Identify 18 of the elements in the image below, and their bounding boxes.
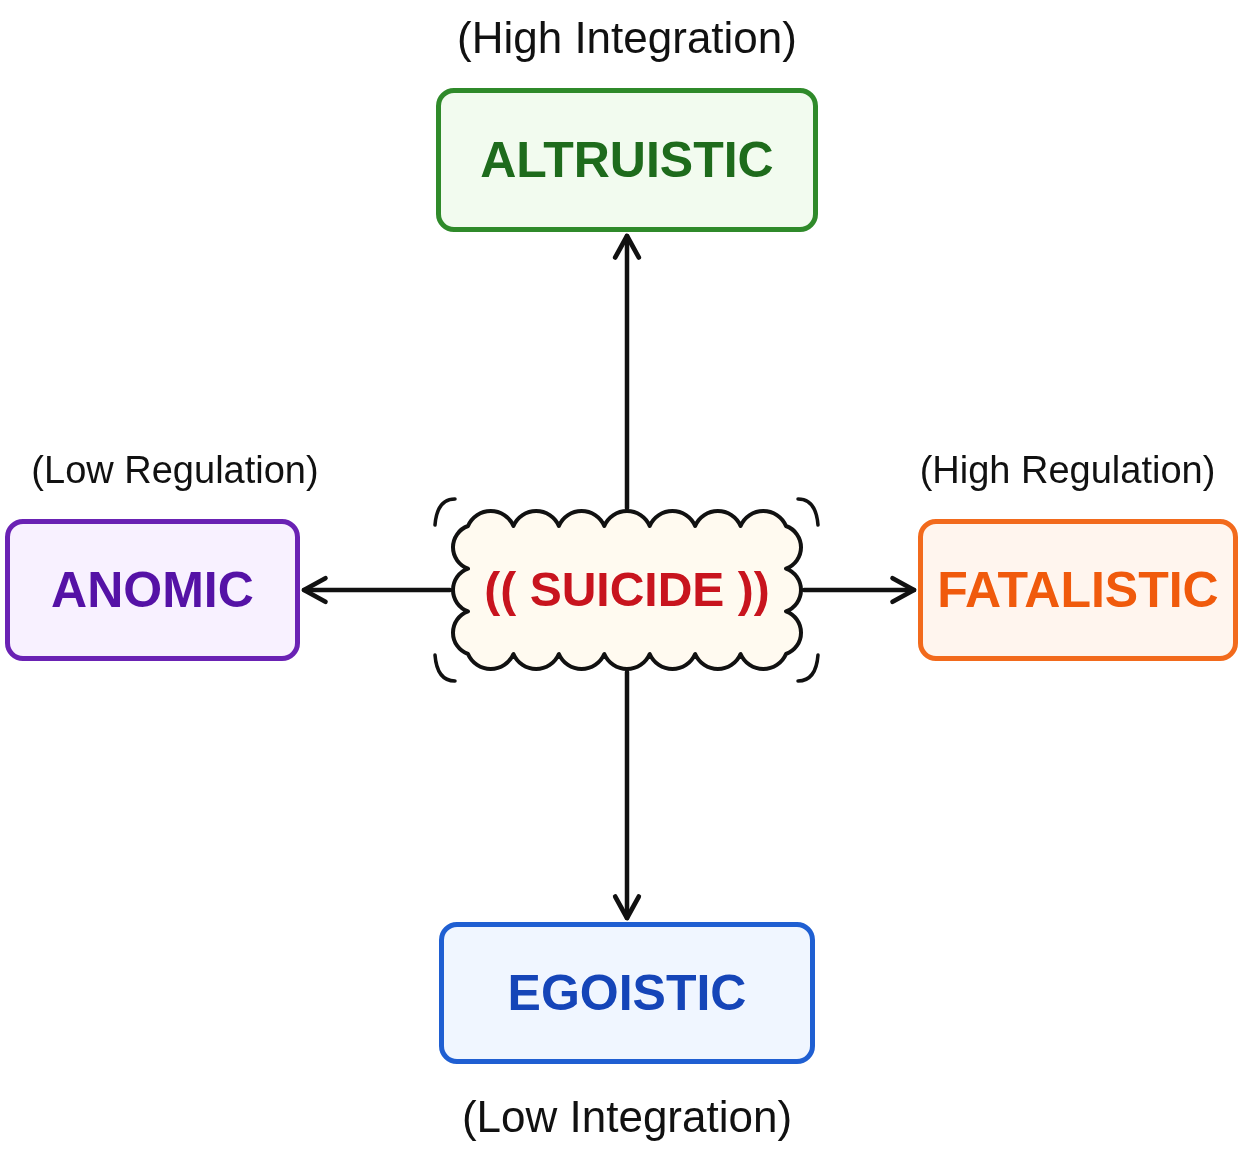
caption-text: (High Integration) xyxy=(457,11,797,64)
node-label: EGOISTIC xyxy=(507,968,747,1018)
category-box xyxy=(5,519,300,661)
node-label: ANOMIC xyxy=(51,565,254,615)
cloud-shape xyxy=(450,508,804,672)
category-box xyxy=(918,519,1238,661)
caption-text: (High Regulation) xyxy=(919,448,1216,494)
caption-text: (Low Integration) xyxy=(461,1090,793,1143)
node-label: FATALISTIC xyxy=(937,565,1219,615)
category-box xyxy=(439,922,815,1064)
node-label: (( SUICIDE )) xyxy=(484,566,770,614)
node-label: ALTRUISTIC xyxy=(480,135,774,185)
arrow xyxy=(801,575,917,605)
arrow xyxy=(612,233,642,511)
arrow xyxy=(301,575,453,605)
arrow xyxy=(612,669,642,921)
category-box xyxy=(436,88,818,232)
caption-text: (Low Regulation) xyxy=(31,448,319,494)
